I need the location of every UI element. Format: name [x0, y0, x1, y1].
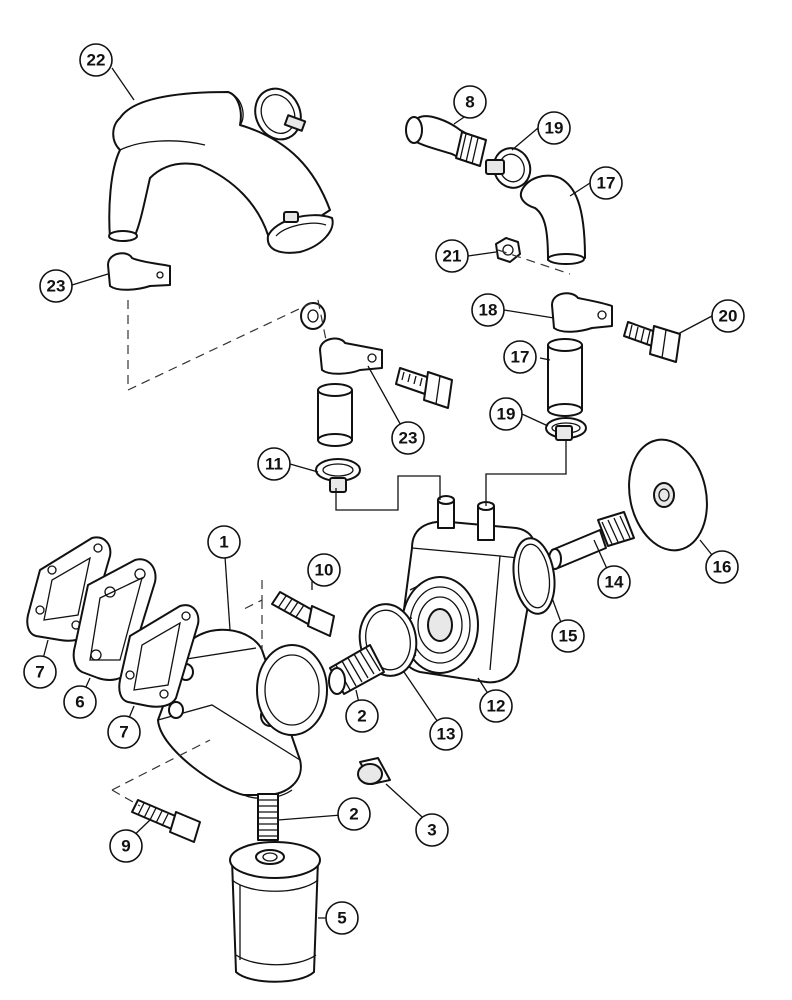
callout-12: 12: [479, 689, 513, 723]
callout-19-lower: 19: [489, 397, 523, 431]
bolt-10: [271, 591, 335, 637]
callout-14-label: 14: [605, 573, 624, 592]
hose-clamp-19-lower: [545, 417, 587, 441]
callout-9-label: 9: [121, 837, 130, 856]
threaded-pipe-14: [548, 511, 635, 570]
callout-11: 11: [257, 447, 291, 481]
hose-clamp-22-top: [254, 87, 307, 141]
callout-1-label: 1: [219, 533, 228, 552]
hose-clamp-11: [315, 458, 361, 493]
callout-7-right-label: 7: [119, 723, 128, 742]
callout-1: 1: [207, 525, 241, 559]
callout-5: 5: [325, 901, 359, 935]
callout-23-center: 23: [391, 421, 425, 455]
filter-head-port: [256, 644, 328, 736]
callout-20: 20: [711, 299, 745, 333]
callout-8: 8: [453, 85, 487, 119]
callout-13: 13: [429, 717, 463, 751]
callout-10-label: 10: [315, 561, 334, 580]
callout-9: 9: [109, 829, 143, 863]
assembly-lines: [111, 249, 571, 807]
callout-3-label: 3: [427, 821, 436, 840]
callout-21-label: 21: [443, 247, 462, 266]
o-ring-15: [512, 537, 556, 615]
callout-7-left: 7: [23, 655, 57, 689]
hose-connector-8: [405, 115, 487, 167]
callout-2-lower: 2: [337, 797, 371, 831]
bolt-center: [395, 367, 453, 409]
callout-10: 10: [307, 553, 341, 587]
callout-20-label: 20: [719, 307, 738, 326]
threaded-nipple-2-lower: [257, 793, 279, 841]
callout-17-upper: 17: [589, 166, 623, 200]
callout-23-center-label: 23: [399, 429, 418, 448]
gasket-7-right: [118, 604, 200, 708]
spacer-plate-6: [72, 558, 157, 681]
callout-21: 21: [435, 239, 469, 273]
callout-11-label: 11: [265, 455, 283, 474]
coolant-hose-22: [108, 91, 331, 242]
callout-16: 16: [705, 550, 739, 584]
callout-22: 22: [79, 43, 113, 77]
oil-filter-5: [229, 841, 321, 983]
hose-segment-center: [317, 383, 353, 447]
callout-5-label: 5: [337, 909, 346, 928]
p-clip-18: [551, 292, 613, 333]
callout-6-label: 6: [75, 693, 84, 712]
callout-2-upper: 2: [345, 699, 379, 733]
washer-center: [300, 302, 326, 330]
hose-clamp-19-top: [485, 147, 532, 189]
callout-22-label: 22: [87, 51, 106, 70]
callout-3: 3: [415, 813, 449, 847]
p-clip-23-left: [107, 252, 171, 291]
callout-17-lower-label: 17: [511, 348, 530, 367]
callout-15-label: 15: [559, 627, 578, 646]
callout-18-label: 18: [479, 301, 498, 320]
bolt-9: [131, 799, 201, 843]
hose-clamp-22-bottom: [266, 211, 334, 254]
callout-14: 14: [597, 565, 631, 599]
bolt-20: [623, 321, 681, 363]
cover-disc-16: [628, 438, 708, 552]
plug-3: [357, 757, 391, 785]
callout-17-lower: 17: [503, 340, 537, 374]
callout-7-left-label: 7: [35, 663, 44, 682]
callout-12-label: 12: [487, 697, 506, 716]
callout-17-upper-label: 17: [597, 174, 616, 193]
cooler-nipple-right: [477, 501, 495, 541]
callout-15: 15: [551, 619, 585, 653]
hose-routing-lines: [335, 440, 567, 511]
threaded-nipple-2-upper: [328, 644, 385, 695]
cooler-nipple-left: [437, 495, 455, 529]
callout-2-upper-label: 2: [357, 707, 366, 726]
callout-19-upper: 19: [537, 111, 571, 145]
callout-23-left-label: 23: [47, 277, 66, 296]
callout-8-label: 8: [465, 93, 474, 112]
callout-7-right: 7: [107, 715, 141, 749]
callout-2-lower-label: 2: [349, 805, 358, 824]
oil-cooler-body: [398, 520, 538, 684]
callout-13-label: 13: [437, 725, 456, 744]
callout-6: 6: [63, 685, 97, 719]
callout-19-upper-label: 19: [545, 119, 564, 138]
callout-23-left: 23: [39, 269, 73, 303]
nut-21: [495, 237, 521, 263]
callout-16-label: 16: [713, 558, 732, 577]
elbow-hose-17-upper: [519, 174, 586, 265]
p-clip-23-center: [319, 337, 383, 375]
hose-segment-17-lower: [547, 338, 583, 417]
callout-18: 18: [471, 293, 505, 327]
callout-19-lower-label: 19: [497, 405, 516, 424]
